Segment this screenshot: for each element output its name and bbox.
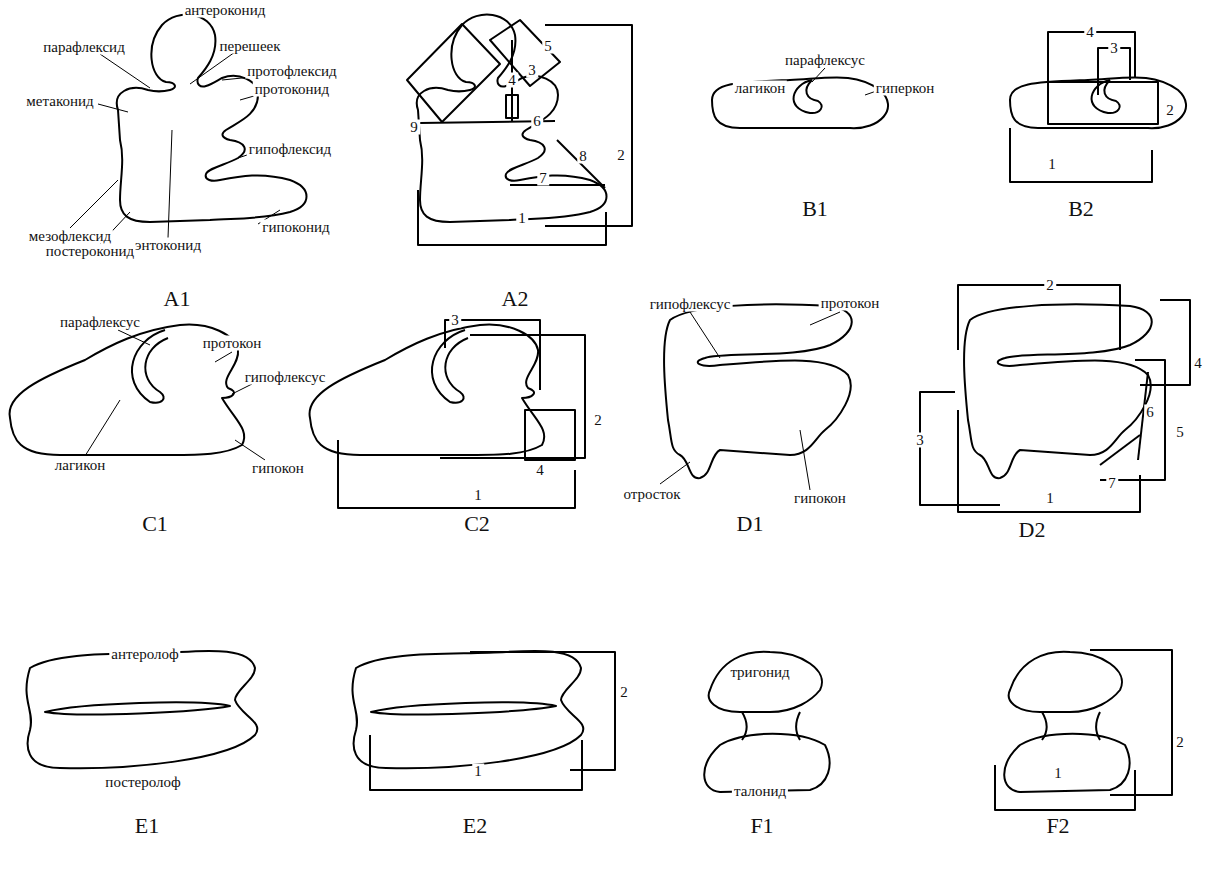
callout-number: 9 <box>408 120 420 135</box>
part-label: талонид <box>732 784 788 799</box>
callout-number: 8 <box>577 149 589 164</box>
callout-number: 1 <box>1052 766 1064 781</box>
panel-label: B1 <box>800 198 830 220</box>
callout-number: 1 <box>516 211 528 226</box>
part-label: протоконид <box>253 82 331 97</box>
panel-label: A1 <box>162 288 193 310</box>
callout-number: 5 <box>1174 425 1186 440</box>
part-label: гипоконид <box>260 220 331 235</box>
callout-number: 4 <box>1084 25 1096 40</box>
callout-number: 3 <box>449 313 461 328</box>
panel-label: B2 <box>1066 198 1096 220</box>
callout-number: 2 <box>1164 103 1176 118</box>
callout-number: 2 <box>1174 735 1186 750</box>
panel-label: F2 <box>1044 815 1071 837</box>
callout-number: 6 <box>1144 405 1156 420</box>
callout-number: 3 <box>1108 41 1120 56</box>
part-label: антероконид <box>183 3 268 18</box>
callout-number: 1 <box>1046 157 1058 172</box>
callout-number: 4 <box>506 73 518 88</box>
panel-label: D1 <box>735 513 766 535</box>
part-label: постеролоф <box>103 775 182 790</box>
panel-label: F1 <box>748 815 775 837</box>
part-label: парафлексус <box>783 53 867 68</box>
callout-number: 2 <box>618 685 630 700</box>
part-label: постероконид <box>44 244 136 259</box>
panel-label: E2 <box>461 815 489 837</box>
callout-number: 3 <box>914 433 926 448</box>
part-label: парафлексус <box>58 315 142 330</box>
part-label: лагикон <box>733 81 787 96</box>
callout-number: 1 <box>472 488 484 503</box>
callout-number: 1 <box>1044 491 1056 506</box>
part-label: мезофлексид <box>27 229 113 244</box>
callout-number: 7 <box>1106 476 1118 491</box>
part-label: перешеек <box>218 39 283 54</box>
part-label: парафлексид <box>41 40 127 55</box>
part-label: тригонид <box>728 665 791 680</box>
panel-label: A2 <box>500 288 531 310</box>
part-label: отросток <box>621 487 682 502</box>
part-label: энтоконид <box>133 238 203 253</box>
panel-label: C1 <box>140 513 170 535</box>
callout-number: 4 <box>1192 356 1204 371</box>
part-label: гипофлексус <box>243 370 328 385</box>
part-label: лагикон <box>53 458 107 473</box>
panel-label: D2 <box>1017 519 1048 541</box>
callout-number: 5 <box>542 39 554 54</box>
part-label: протокон <box>201 336 264 351</box>
callout-number: 4 <box>534 463 546 478</box>
part-label: гипофлексид <box>247 142 333 157</box>
callout-number: 3 <box>526 63 538 78</box>
callout-number: 2 <box>1044 278 1056 293</box>
callout-number: 6 <box>531 114 543 129</box>
callout-number: 7 <box>537 171 549 186</box>
callout-number: 1 <box>472 764 484 779</box>
part-label: гипокон <box>250 461 306 476</box>
panel-label: E1 <box>133 815 161 837</box>
part-label: антеролоф <box>109 647 180 662</box>
part-label: протокон <box>819 296 882 311</box>
part-label: гиперкон <box>874 81 936 96</box>
panel-label: C2 <box>462 513 492 535</box>
part-label: гипокон <box>792 491 848 506</box>
part-label: гипофлексус <box>648 297 733 312</box>
part-label: метаконид <box>24 94 95 109</box>
callout-number: 2 <box>592 413 604 428</box>
part-label: протофлексид <box>245 64 338 79</box>
callout-number: 2 <box>615 148 627 163</box>
